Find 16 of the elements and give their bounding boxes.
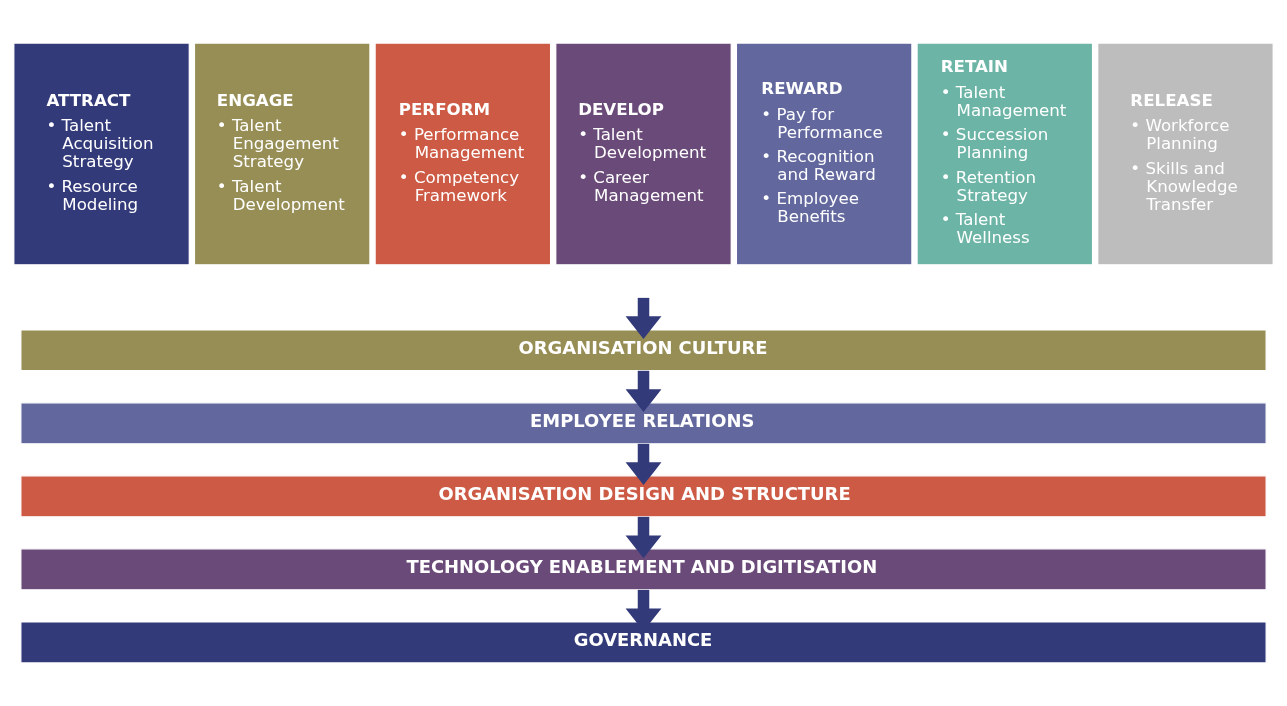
arrow [625, 297, 662, 340]
arrow [625, 370, 662, 413]
node-box: RELEASE • Workforce Planning • Skills and Knowledge Transfer [1097, 42, 1274, 266]
node-box: EMPLOYEE RELATIONS [20, 402, 1267, 445]
node-box: REWARD • Pay for Performance • Recognition and Reward • Employee Benefits [735, 42, 913, 266]
node-box: ORGANISATION CULTURE [20, 329, 1267, 372]
node-box: PERFORM • Performance Management • Competency Framework [374, 42, 552, 266]
node-box: ATTRACT • Talent Acquisition Strategy • Resource Modeling [13, 42, 190, 266]
node-box: TECHNOLOGY ENABLEMENT AND DIGITISATION [20, 548, 1267, 591]
node-box: ENGAGE • Talent Engagement Strategy • Talent Development [193, 42, 371, 266]
arrow [625, 443, 662, 486]
node-box: RETAIN • Talent Management • Succession Planning • Retention Strategy • Talent Wellness [916, 42, 1094, 266]
node-box: ORGANISATION DESIGN AND STRUCTURE [20, 475, 1267, 518]
node-box: DEVELOP • Talent Development • Career Management [555, 42, 732, 266]
arrow [625, 516, 662, 559]
node-box: GOVERNANCE [20, 621, 1267, 664]
